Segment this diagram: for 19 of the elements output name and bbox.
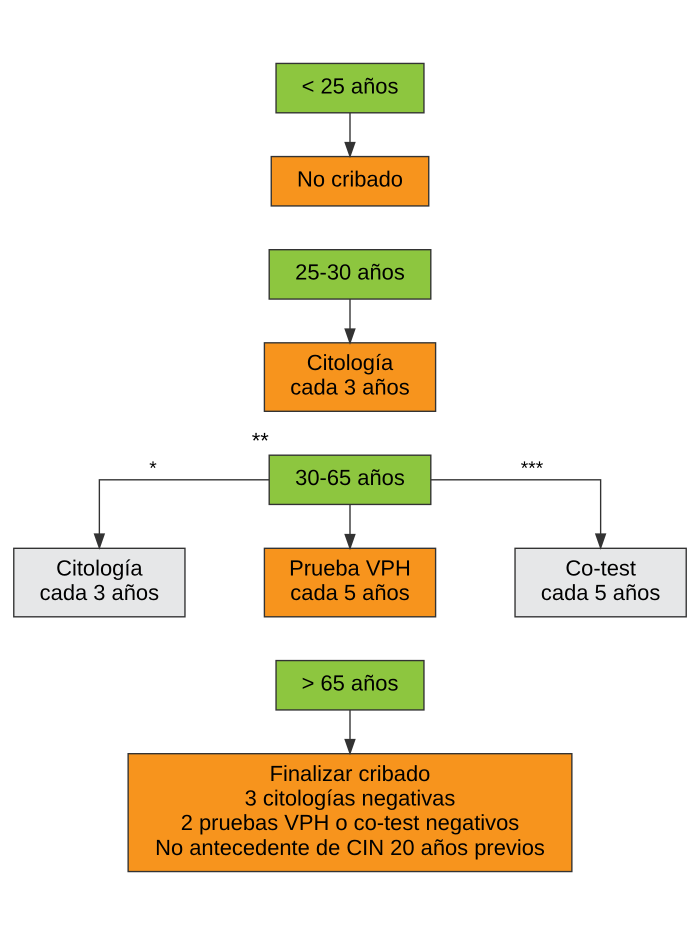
node-box: Citología cada 3 años [13,547,186,617]
node-box: > 65 años [275,659,425,710]
node-box: Citología cada 3 años [264,342,436,412]
arrow [344,112,356,158]
node-box: Finalizar cribado 3 citologías negativas 2 pruebas VPH o co-test negativos No antecedente de CIN 20 años previos [127,752,573,872]
node-label: ** [252,428,269,453]
node-box: Co-test cada 5 años [514,547,687,617]
arrow [344,298,356,344]
node-box: 30-65 años [268,454,432,505]
arrow [344,710,356,755]
edge-label: * [149,458,157,480]
node-box: No cribado [270,155,430,206]
node-box: Prueba VPH cada 5 años [264,547,436,617]
edge-label: *** [520,458,544,480]
node-box: < 25 años [275,62,425,113]
arrow [431,478,606,550]
node-box: 25-30 años [268,248,432,300]
arrow [94,478,269,550]
arrow [344,504,356,550]
